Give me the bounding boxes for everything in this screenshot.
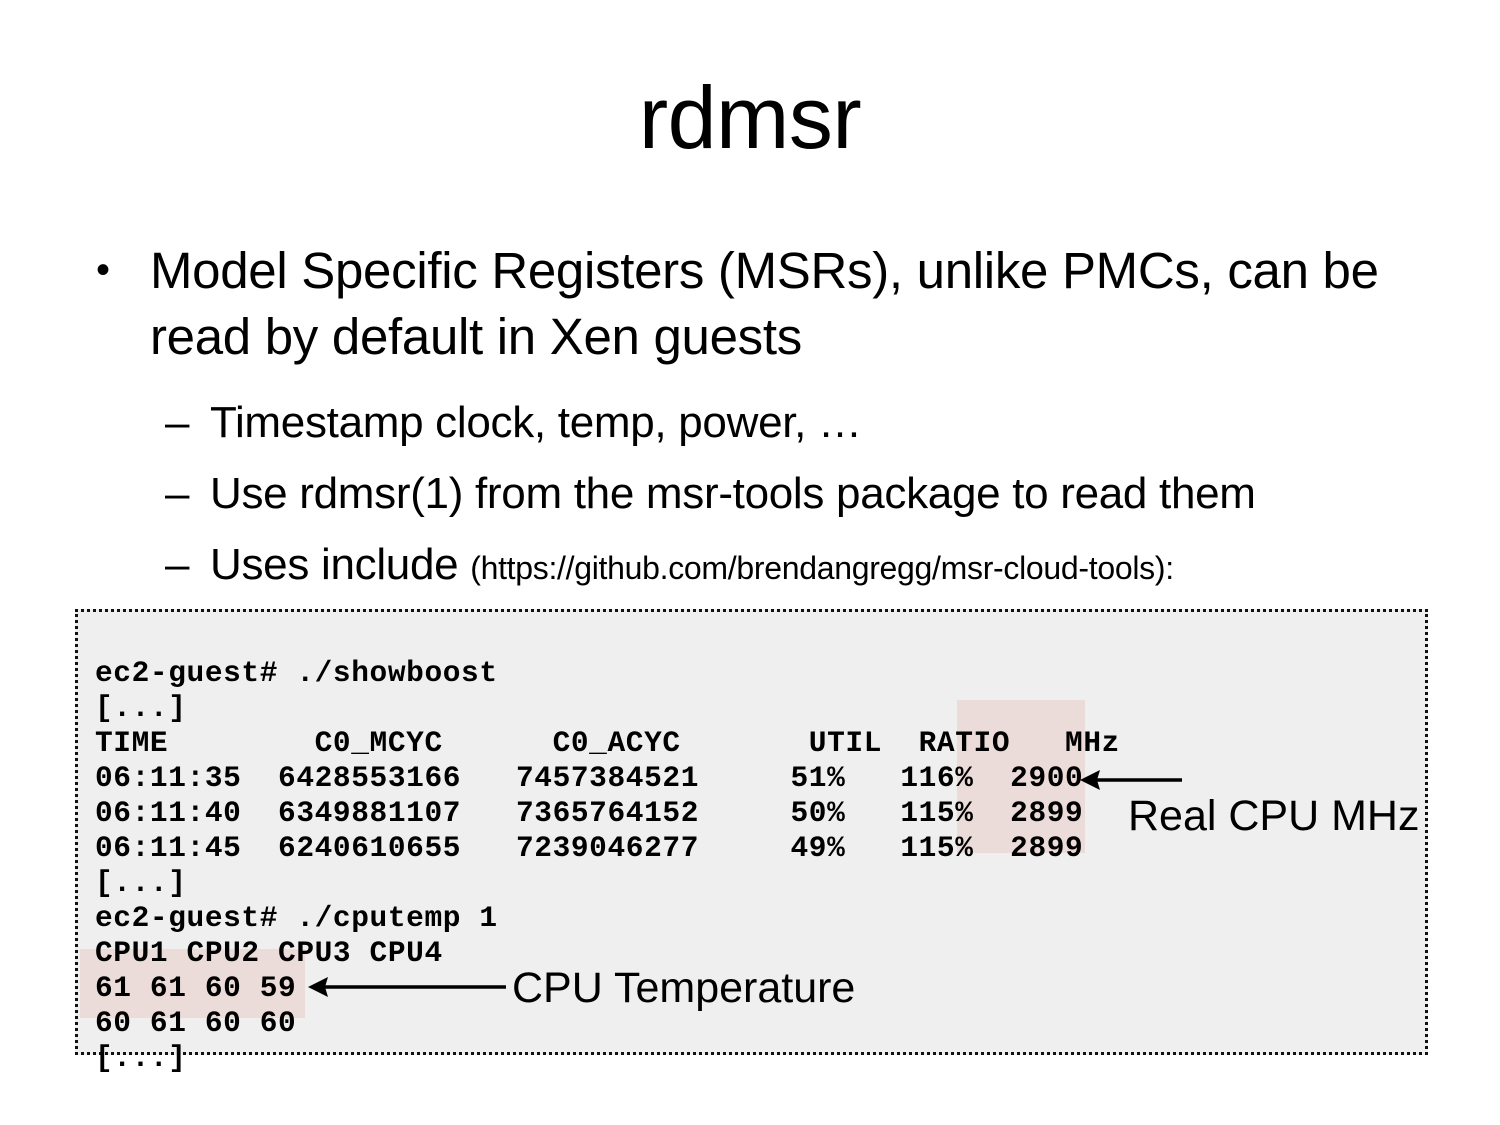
temperature-rows-highlight xyxy=(80,949,305,1018)
terminal-text: ec2-guest# ./showboost [...] TIME C0_MCY… xyxy=(95,655,1120,1075)
slide-body: • Model Specific Registers (MSRs), unlik… xyxy=(82,238,1442,600)
msr-cloud-tools-url[interactable]: (https://github.com/brendangregg/msr-clo… xyxy=(470,550,1174,587)
dash-marker-icon: – xyxy=(165,540,190,590)
real-cpu-mhz-label: Real CPU MHz xyxy=(1128,792,1420,840)
bullet-item-primary: • Model Specific Registers (MSRs), unlik… xyxy=(82,238,1442,371)
sub-bullet-text-uses-include: Uses include xyxy=(210,540,471,590)
sub-bullet-list: – Timestamp clock, temp, power, … – Use … xyxy=(82,387,1442,601)
sub-bullet-item-timestamp: – Timestamp clock, temp, power, … xyxy=(82,387,1442,458)
bullet-text-primary: Model Specific Registers (MSRs), unlike … xyxy=(150,242,1379,366)
sub-bullet-text-timestamp: Timestamp clock, temp, power, … xyxy=(210,397,862,447)
cpu-temperature-arrow xyxy=(308,970,508,1004)
dash-marker-icon: – xyxy=(165,468,190,518)
page-title: rdmsr xyxy=(638,68,862,167)
sub-bullet-item-rdmsr-tool: – Use rdmsr(1) from the msr-tools packag… xyxy=(82,458,1442,529)
terminal-output-box: ec2-guest# ./showboost [...] TIME C0_MCY… xyxy=(75,609,1428,1075)
sub-bullet-text-rdmsr-tool: Use rdmsr(1) from the msr-tools package … xyxy=(210,468,1256,518)
mhz-column-highlight xyxy=(957,700,1085,853)
bullet-marker-icon: • xyxy=(96,248,110,292)
cpu-temperature-label: CPU Temperature xyxy=(512,964,856,1012)
dash-marker-icon: – xyxy=(165,397,190,447)
real-cpu-mhz-arrow xyxy=(1080,763,1184,797)
sub-bullet-item-uses-include: – Uses include (https://github.com/brend… xyxy=(82,529,1442,600)
